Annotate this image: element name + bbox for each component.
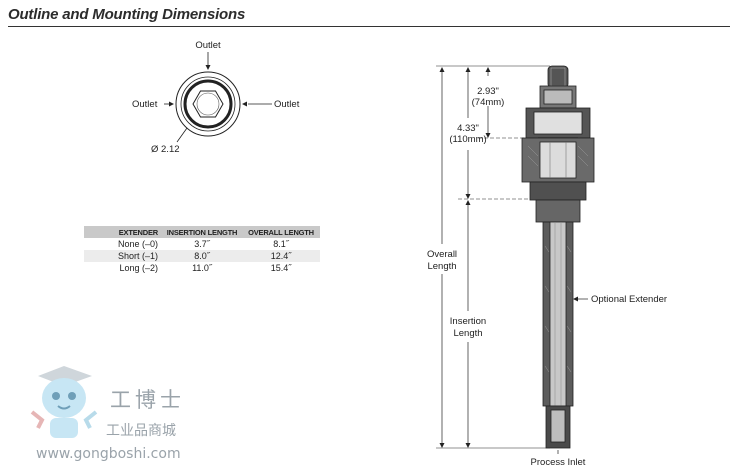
cell-overall: 8.1˝ bbox=[273, 239, 289, 249]
outlet-top-label: Outlet bbox=[195, 40, 221, 51]
dim-small-mm: (74mm) bbox=[472, 97, 505, 108]
watermark-brand: 工博士 bbox=[110, 388, 185, 412]
watermark-sub: 工业品商城 bbox=[106, 423, 176, 439]
cell-extender: None (–0) bbox=[117, 239, 158, 249]
diameter-label: Ø 2.12 bbox=[151, 144, 180, 155]
cell-insertion: 8.0˝ bbox=[162, 250, 242, 262]
dim-mid-in: 4.33" bbox=[457, 123, 479, 134]
cell-insertion: 11.0˝ bbox=[192, 263, 212, 273]
table-row: None (–0) 3.7˝ 8.1˝ bbox=[84, 238, 320, 250]
cell-overall: 15.4˝ bbox=[270, 263, 292, 273]
side-view-drawing: 2.93" (74mm) 4.33" (110mm) Overall Lengt… bbox=[427, 65, 667, 468]
mascot-icon bbox=[30, 366, 98, 438]
optional-extender-label: Optional Extender bbox=[591, 294, 667, 305]
process-inlet-label: Process Inlet bbox=[531, 457, 586, 468]
inner-ring bbox=[183, 79, 233, 129]
extender-table: EXTENDER INSERTION LENGTH OVERALL LENGTH… bbox=[84, 226, 320, 274]
cell-overall: 12.4˝ bbox=[242, 250, 320, 262]
header-rule bbox=[8, 26, 730, 27]
hex-fitting bbox=[192, 90, 224, 118]
col-header-extender: EXTENDER bbox=[84, 226, 162, 238]
table-row: Short (–1) 8.0˝ 12.4˝ bbox=[84, 250, 320, 262]
insertion-length-l2: Length bbox=[453, 328, 482, 339]
table-row: Long (–2) 11.0˝ 15.4˝ bbox=[84, 262, 320, 274]
cell-extender: Long (–2) bbox=[119, 263, 158, 273]
col-header-insertion: INSERTION LENGTH bbox=[162, 226, 242, 238]
overall-length-l1: Overall bbox=[427, 249, 457, 260]
overall-length-l2: Length bbox=[427, 261, 456, 272]
outlet-left-label: Outlet bbox=[132, 99, 158, 110]
col-header-overall: OVERALL LENGTH bbox=[242, 226, 320, 238]
sensor-body bbox=[521, 65, 595, 449]
cell-extender: Short (–1) bbox=[84, 250, 162, 262]
outlet-right-label: Outlet bbox=[274, 99, 300, 110]
dim-small-in: 2.93" bbox=[477, 86, 499, 97]
top-view-drawing: Outlet Outlet Outlet Ø 2.12 bbox=[132, 40, 300, 155]
insertion-length-l1: Insertion bbox=[450, 316, 486, 327]
cell-insertion: 3.7˝ bbox=[194, 239, 210, 249]
page-title: Outline and Mounting Dimensions bbox=[8, 6, 246, 23]
table-header-row: EXTENDER INSERTION LENGTH OVERALL LENGTH bbox=[84, 226, 320, 238]
dim-mid-mm: (110mm) bbox=[449, 134, 486, 145]
watermark-url: www.gongboshi.com bbox=[36, 446, 181, 462]
